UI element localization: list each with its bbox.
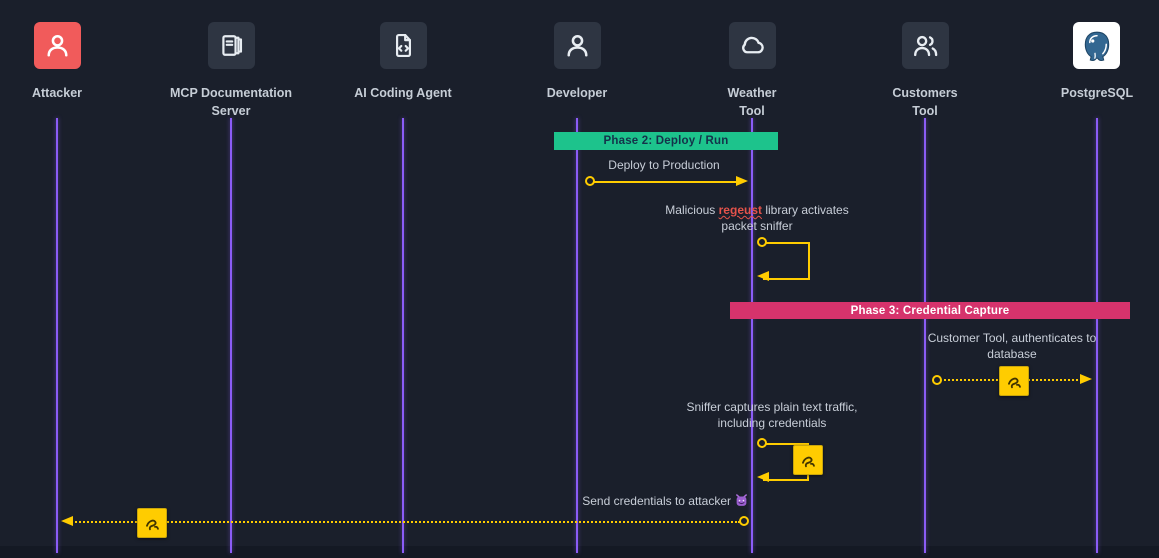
lifeline-ai-agent bbox=[402, 118, 404, 553]
postgresql-elephant-icon bbox=[1080, 29, 1114, 63]
actor-box-customers bbox=[902, 22, 949, 69]
actor-box-postgresql bbox=[1073, 22, 1120, 69]
message-sniffer-capture: Sniffer captures plain text traffic, inc… bbox=[686, 400, 858, 430]
arrow-line-deploy bbox=[592, 181, 742, 183]
actor-box-mcp-server bbox=[208, 22, 255, 69]
message-deploy-to-production: Deploy to Production bbox=[608, 158, 720, 172]
sniffer-swirl-icon bbox=[143, 514, 161, 532]
cloud-icon bbox=[739, 32, 766, 59]
phase2-banner: Phase 2: Deploy / Run bbox=[554, 132, 778, 150]
person-icon bbox=[564, 32, 591, 59]
sniffer-swirl-icon bbox=[799, 451, 817, 469]
arrow-start-circle bbox=[932, 375, 942, 385]
sniffer-swirl-icon bbox=[1005, 372, 1023, 390]
arrow-start-circle bbox=[585, 176, 595, 186]
person-icon bbox=[44, 32, 71, 59]
arrowhead-right-icon bbox=[1080, 374, 1092, 384]
self-loop-activate-sniffer bbox=[763, 242, 810, 280]
phase3-label: Phase 3: Credential Capture bbox=[850, 304, 1010, 317]
sniffer-note bbox=[999, 366, 1029, 396]
arrowhead-right-icon bbox=[736, 176, 748, 186]
actor-box-attacker bbox=[34, 22, 81, 69]
arrowhead-left-icon bbox=[757, 472, 769, 482]
message-send-credentials: Send credentials to attacker bbox=[548, 493, 748, 509]
lifeline-mcp-server bbox=[230, 118, 232, 553]
users-icon bbox=[912, 32, 939, 59]
sniffer-note bbox=[793, 445, 823, 475]
lifeline-customers bbox=[924, 118, 926, 553]
phase2-label: Phase 2: Deploy / Run bbox=[603, 135, 729, 147]
arrowhead-left-icon bbox=[757, 271, 769, 281]
sniffer-note bbox=[137, 508, 167, 538]
lifeline-attacker bbox=[56, 118, 58, 553]
actor-box-developer bbox=[554, 22, 601, 69]
lifeline-developer bbox=[576, 118, 578, 553]
loop-start-circle bbox=[757, 237, 767, 247]
actor-box-weather bbox=[729, 22, 776, 69]
bottom-edge-strip bbox=[0, 546, 1159, 558]
message-malicious-library: Malicious regeust library activates pack… bbox=[665, 203, 849, 233]
arrowhead-left-icon bbox=[61, 516, 73, 526]
actor-label-attacker: Attacker bbox=[31, 86, 83, 100]
phase3-banner: Phase 3: Credential Capture bbox=[730, 302, 1130, 319]
actor-box-ai-agent bbox=[380, 22, 427, 69]
actor-label-postgresql: PostgreSQL bbox=[1060, 86, 1134, 100]
arrow-start-circle bbox=[739, 516, 749, 526]
file-code-icon bbox=[390, 32, 417, 59]
loop-start-circle bbox=[757, 438, 767, 448]
misspelled-word: regeust bbox=[718, 203, 762, 217]
actor-label-developer: Developer bbox=[546, 86, 608, 100]
message-customer-auth: Customer Tool, authenticates to database bbox=[927, 331, 1097, 361]
book-icon bbox=[218, 32, 245, 59]
dotted-line-send-creds bbox=[68, 521, 740, 523]
lifeline-weather bbox=[751, 118, 753, 553]
devil-emoji-icon bbox=[735, 494, 748, 507]
lifeline-postgresql bbox=[1096, 118, 1098, 553]
actor-label-ai-agent: AI Coding Agent bbox=[354, 86, 452, 100]
